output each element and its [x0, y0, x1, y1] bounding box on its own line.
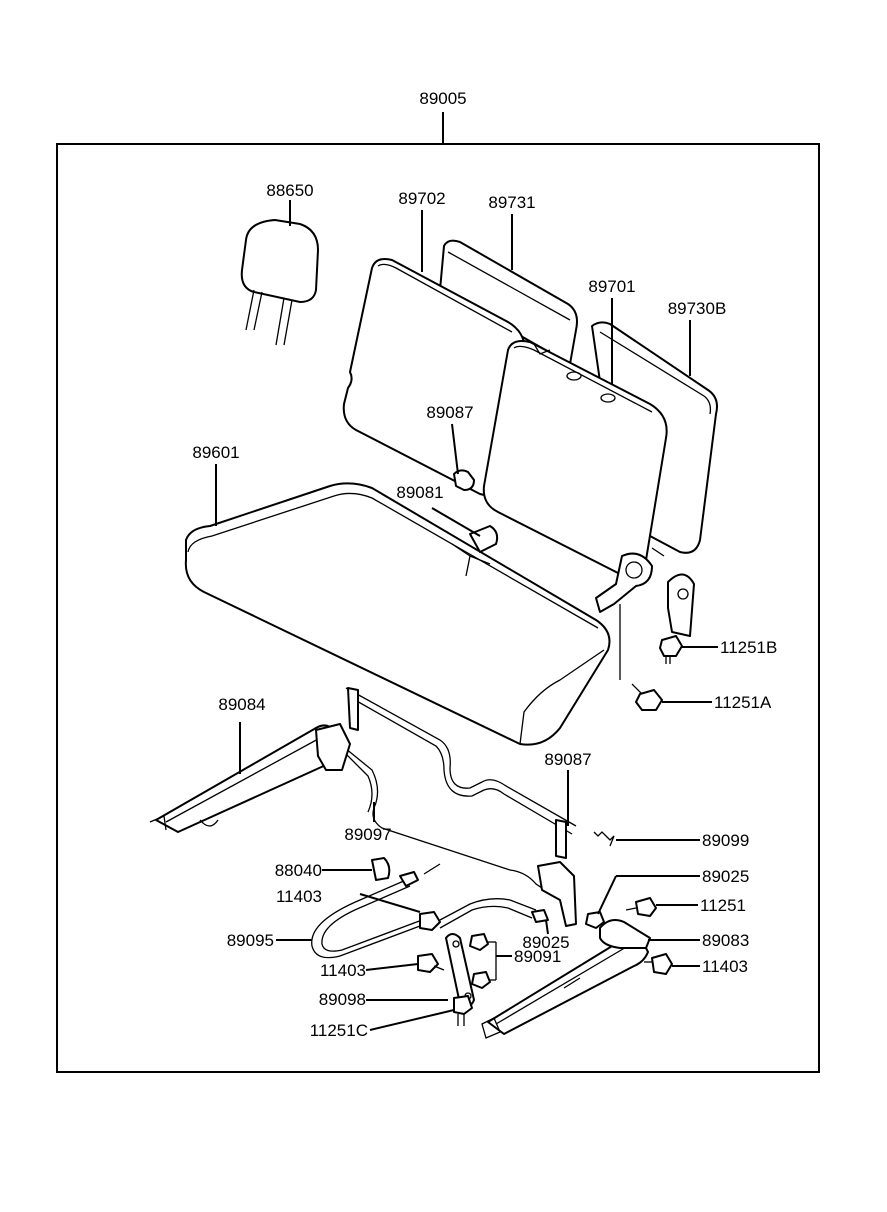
seat-back-left-panel	[439, 239, 578, 365]
callout-89025-mid: 89025	[522, 933, 569, 952]
headrest	[240, 219, 319, 346]
bolt-11251b	[659, 635, 718, 664]
bolt-11403-lower	[365, 953, 445, 973]
callout-89081: 89081	[396, 483, 443, 502]
nut-89025	[545, 875, 700, 935]
callout-11403-cable: 11403	[276, 887, 322, 906]
seat-frame-wire	[339, 687, 577, 927]
bolt-11251a	[619, 604, 712, 711]
callout-89095: 89095	[227, 931, 274, 950]
callout-89087-mid: 89087	[544, 750, 591, 769]
callout-11251c: 11251C	[310, 1021, 368, 1040]
callout-89601: 89601	[192, 443, 239, 462]
cable-89095	[276, 871, 549, 959]
callout-89730b: 89730B	[668, 299, 727, 318]
track-right	[481, 919, 700, 1039]
callout-89087-upper: 89087	[426, 403, 473, 422]
callout-89083: 89083	[702, 931, 749, 950]
recliner-bracket	[595, 547, 695, 637]
callout-89099: 89099	[702, 831, 749, 850]
assembly-frame	[56, 143, 820, 1073]
callout-89731: 89731	[488, 193, 535, 212]
callout-11403-right: 11403	[702, 957, 748, 976]
callout-89005: 89005	[419, 89, 466, 108]
seat-cushion	[184, 482, 611, 746]
callout-89097: 89097	[344, 825, 391, 844]
hook-89081	[431, 507, 499, 577]
callout-89098: 89098	[319, 990, 366, 1009]
callout-11251: 11251	[700, 896, 746, 915]
bolt-11403-cable	[359, 893, 441, 931]
bolt-11251c	[369, 995, 473, 1031]
callout-89701: 89701	[588, 277, 635, 296]
callout-11251a: 11251A	[714, 693, 772, 712]
callout-89702: 89702	[398, 189, 445, 208]
bolt-11403-right	[644, 953, 700, 975]
clip-88040	[322, 857, 441, 881]
callout-89084: 89084	[218, 695, 265, 714]
callout-88040: 88040	[275, 861, 322, 880]
nuts-89091	[469, 933, 512, 989]
callout-89025-upper: 89025	[702, 867, 749, 886]
spring-89099	[593, 831, 700, 847]
callout-89091: 89091	[514, 947, 561, 966]
callout-88650: 88650	[266, 181, 313, 200]
callout-11403-lower: 11403	[320, 961, 366, 980]
bolt-11251	[625, 897, 698, 917]
track-left	[149, 722, 351, 833]
callout-11251b: 11251B	[720, 638, 777, 657]
